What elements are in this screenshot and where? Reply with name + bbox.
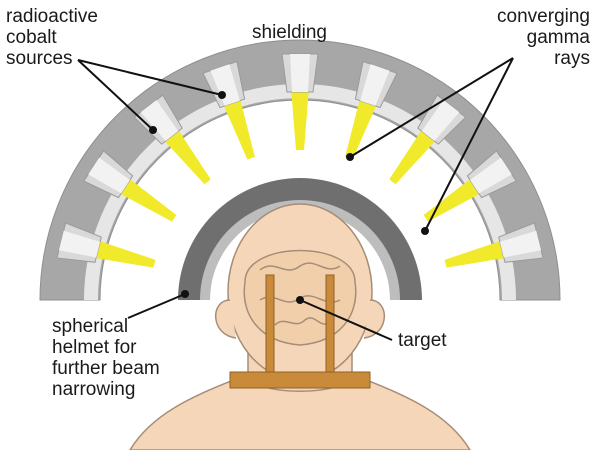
helmet-outer <box>178 178 422 300</box>
cobalt-source <box>466 150 517 199</box>
helmet-inner <box>200 200 400 300</box>
cobalt-source <box>83 150 134 199</box>
gamma-ray-beam <box>345 96 378 160</box>
gamma-ray-beam <box>423 176 483 222</box>
stereotactic-frame-icon <box>229 274 371 389</box>
label-target: target <box>398 330 447 351</box>
gamma-ray-beam <box>291 88 309 150</box>
gamma-ray-beam <box>92 239 156 268</box>
leader-lines <box>77 57 514 341</box>
shielding-arc <box>39 39 561 301</box>
label-shielding: shielding <box>252 22 327 43</box>
cobalt-source <box>56 222 102 263</box>
gamma-ray-beam <box>444 239 508 268</box>
cobalt-source <box>202 60 246 109</box>
leader-dots <box>149 91 429 298</box>
gamma-ray-beam <box>389 127 438 185</box>
cobalt-source <box>498 222 544 263</box>
gamma-ray-beams <box>92 88 508 268</box>
cobalt-source <box>281 53 319 93</box>
cobalt-source <box>354 60 398 109</box>
cobalt-source <box>417 94 467 145</box>
label-radioactive-cobalt-sources: radioactive cobalt sources <box>6 6 98 69</box>
label-spherical-helmet: spherical helmet for further beam narrow… <box>52 316 160 400</box>
gamma-ray-beam <box>117 176 177 222</box>
label-converging-gamma-rays: converging gamma rays <box>497 6 590 69</box>
patient-head-icon <box>129 203 471 450</box>
cobalt-sources <box>56 53 544 263</box>
gamma-ray-beam <box>162 127 211 185</box>
cobalt-source <box>133 94 183 145</box>
gamma-ray-beam <box>222 96 255 160</box>
